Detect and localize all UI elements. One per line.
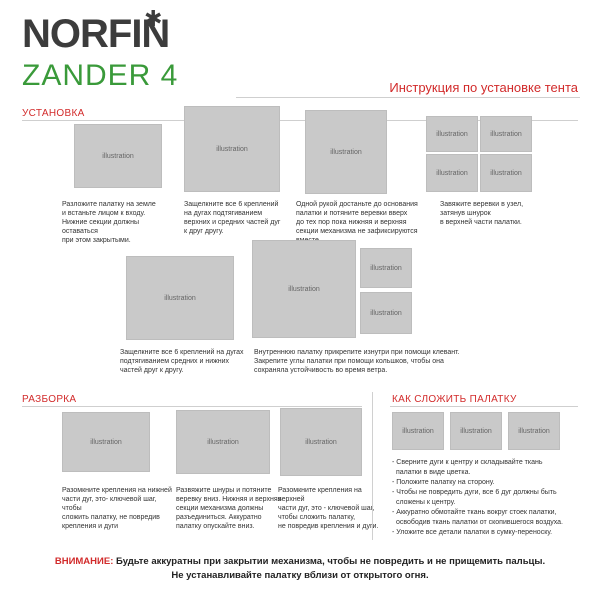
illustration-step-2: illustration — [184, 106, 280, 192]
caption-step-3: Одной рукой достаньте до основания палат… — [296, 201, 418, 244]
illustration-step-6-detail-a: illustration — [360, 248, 412, 288]
warning-text-2: Не устанавливайте палатку вблизи от откр… — [171, 570, 429, 581]
section-rule-disassembly — [22, 406, 362, 407]
caption-step-6: Внутреннюю палатку прикрепите изнутри пр… — [254, 349, 460, 374]
illustration-step-4d: illustration — [480, 154, 532, 192]
caption-disassembly-3: Разомкните крепления на верхней части ду… — [278, 487, 379, 530]
illustration-step-6-detail-b: illustration — [360, 292, 412, 334]
illustration-step-4c: illustration — [426, 154, 478, 192]
caption-step-1: Разложите палатку на земле и встаньте ли… — [62, 201, 156, 244]
list-item: - Уложите все детали палатки в сумку-пер… — [392, 529, 553, 536]
list-item: - Сверните дуги к центру и складывайте т… — [392, 459, 543, 466]
illustration-step-3: illustration — [305, 110, 387, 194]
warning-line-2: Не устанавливайте палатку вблизи от откр… — [0, 570, 600, 581]
illustration-step-4b: illustration — [480, 116, 532, 152]
illustration-fold-3: illustration — [508, 412, 560, 450]
logo-text: NORFIN — [22, 12, 170, 56]
list-item: - Положите палатку на сторону. — [392, 479, 495, 486]
caption-step-5: Защелкните все 6 креплений на дугах подт… — [120, 349, 244, 374]
brand-logo: NORFIN ✱ — [22, 6, 182, 56]
illustration-step-4a: illustration — [426, 116, 478, 152]
caption-disassembly-1: Разомкните крепления на нижней части дуг… — [62, 487, 172, 530]
section-label-install: УСТАНОВКА — [22, 108, 85, 119]
warning-prefix: ВНИМАНИЕ: — [54, 556, 114, 567]
caption-disassembly-2: Развяжите шнуры и потяните веревку вниз.… — [176, 487, 282, 530]
caption-step-4: Завяжите веревки в узел, затянув шнурок … — [440, 201, 524, 226]
warning-line-1: ВНИМАНИЕ: Будьте аккуратны при закрытии … — [0, 556, 600, 567]
illustration-disassembly-1: illustration — [62, 412, 150, 472]
section-rule-fold — [390, 406, 578, 407]
illustration-step-1: illustration — [74, 124, 162, 188]
list-item: - Чтобы не повредить дуги, все 6 дуг дол… — [392, 489, 557, 496]
list-item: - Аккуратно обмотайте ткань вокруг стоек… — [392, 509, 557, 516]
section-label-disassembly: РАЗБОРКА — [22, 394, 77, 405]
section-rule-install — [22, 120, 578, 121]
list-item: палатки в виде цветка. — [396, 469, 471, 476]
illustration-disassembly-3: illustration — [280, 408, 362, 476]
illustration-fold-2: illustration — [450, 412, 502, 450]
illustration-fold-1: illustration — [392, 412, 444, 450]
model-name: ZANDER 4 — [22, 59, 179, 92]
section-label-fold: КАК СЛОЖИТЬ ПАЛАТКУ — [392, 394, 517, 405]
caption-step-2: Защелкните все 6 креплений на дугах подт… — [184, 201, 281, 235]
illustration-step-5: illustration — [126, 256, 234, 340]
list-item: освободив ткань палатки от скопившегося … — [396, 519, 563, 526]
illustration-disassembly-2: illustration — [176, 410, 270, 474]
list-item: сложены к центру. — [396, 499, 456, 506]
section-divider — [372, 392, 373, 540]
warning-text-1: Будьте аккуратны при закрытии механизма,… — [113, 556, 546, 567]
illustration-step-6: illustration — [252, 240, 356, 338]
fold-instructions: - Сверните дуги к центру и складывайте т… — [392, 458, 588, 538]
logo-mark-icon: ✱ — [144, 6, 163, 31]
title-rule — [236, 97, 580, 98]
page-title: Инструкция по установке тента — [389, 80, 578, 95]
